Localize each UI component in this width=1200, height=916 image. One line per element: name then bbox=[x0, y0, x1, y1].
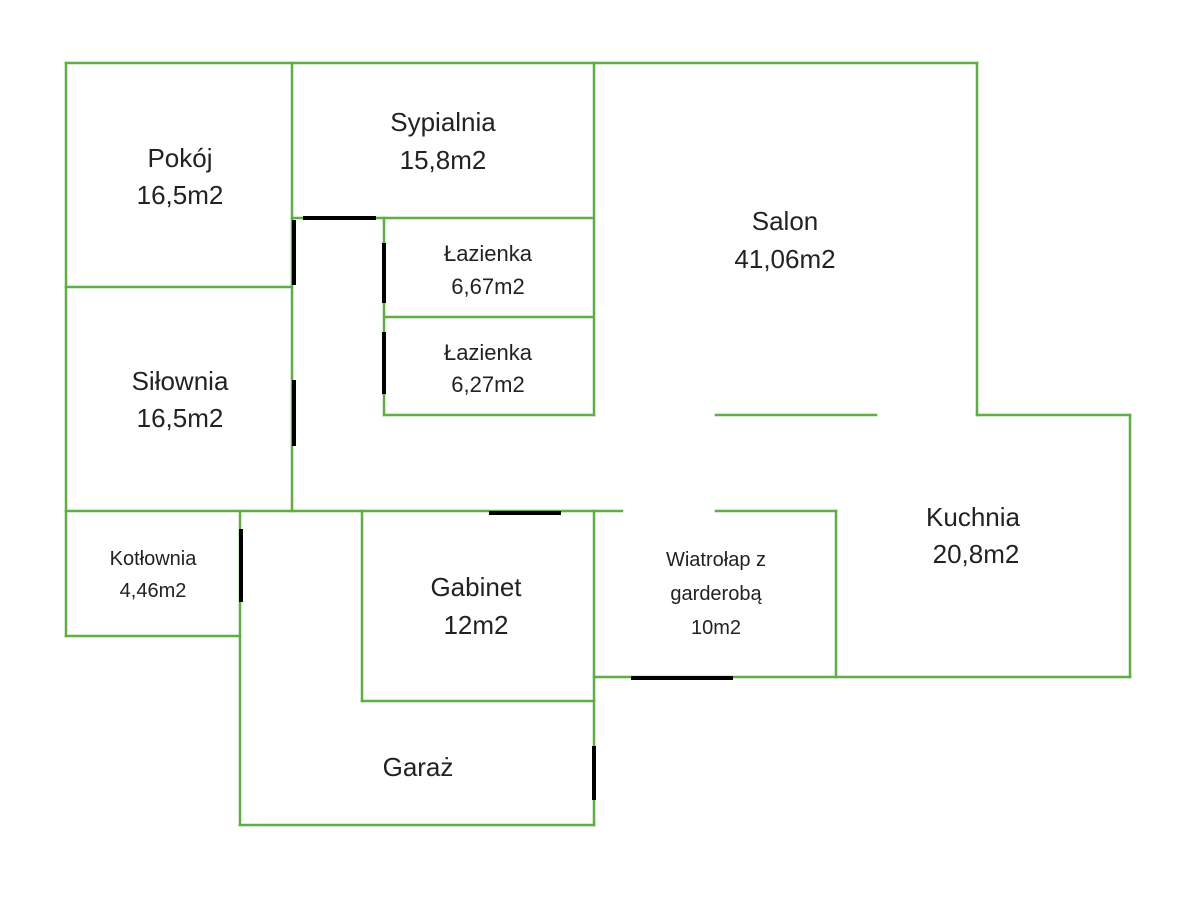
room-area: 12m2 bbox=[443, 610, 508, 640]
room-pokoj: Pokój 16,5m2 bbox=[137, 143, 224, 210]
room-name: Łazienka bbox=[444, 241, 533, 266]
room-area: 10m2 bbox=[691, 617, 741, 639]
room-area: 6,67m2 bbox=[451, 274, 524, 299]
room-name: Kotłownia bbox=[110, 548, 198, 570]
room-area: 15,8m2 bbox=[400, 145, 487, 175]
room-kuchnia: Kuchnia 20,8m2 bbox=[926, 502, 1020, 569]
room-area: 20,8m2 bbox=[933, 539, 1020, 569]
room-salon: Salon 41,06m2 bbox=[734, 206, 835, 274]
doors bbox=[239, 216, 733, 800]
room-name-line2: garderobą bbox=[670, 583, 762, 605]
room-name: Pokój bbox=[147, 143, 212, 173]
room-name: Garaż bbox=[383, 752, 454, 782]
room-lazienka-2: Łazienka 6,27m2 bbox=[444, 340, 533, 397]
room-wiatrolap: Wiatrołap z garderobą 10m2 bbox=[666, 549, 766, 639]
room-name: Kuchnia bbox=[926, 502, 1020, 532]
room-gabinet: Gabinet 12m2 bbox=[430, 572, 522, 640]
room-silownia: Siłownia 16,5m2 bbox=[132, 366, 229, 433]
room-sypialnia: Sypialnia 15,8m2 bbox=[390, 107, 496, 175]
room-name: Siłownia bbox=[132, 366, 229, 396]
room-kotlownia: Kotłownia 4,46m2 bbox=[110, 548, 198, 602]
room-name: Salon bbox=[752, 206, 819, 236]
room-name: Gabinet bbox=[430, 572, 522, 602]
room-area: 41,06m2 bbox=[734, 244, 835, 274]
walls bbox=[64, 61, 1132, 827]
room-garaz: Garaż bbox=[383, 752, 454, 782]
room-name: Łazienka bbox=[444, 340, 533, 365]
room-area: 16,5m2 bbox=[137, 403, 224, 433]
room-name: Sypialnia bbox=[390, 107, 496, 137]
room-name-line1: Wiatrołap z bbox=[666, 549, 766, 571]
room-lazienka-1: Łazienka 6,67m2 bbox=[444, 241, 533, 299]
room-area: 6,27m2 bbox=[451, 372, 524, 397]
room-area: 16,5m2 bbox=[137, 180, 224, 210]
room-area: 4,46m2 bbox=[120, 580, 187, 602]
